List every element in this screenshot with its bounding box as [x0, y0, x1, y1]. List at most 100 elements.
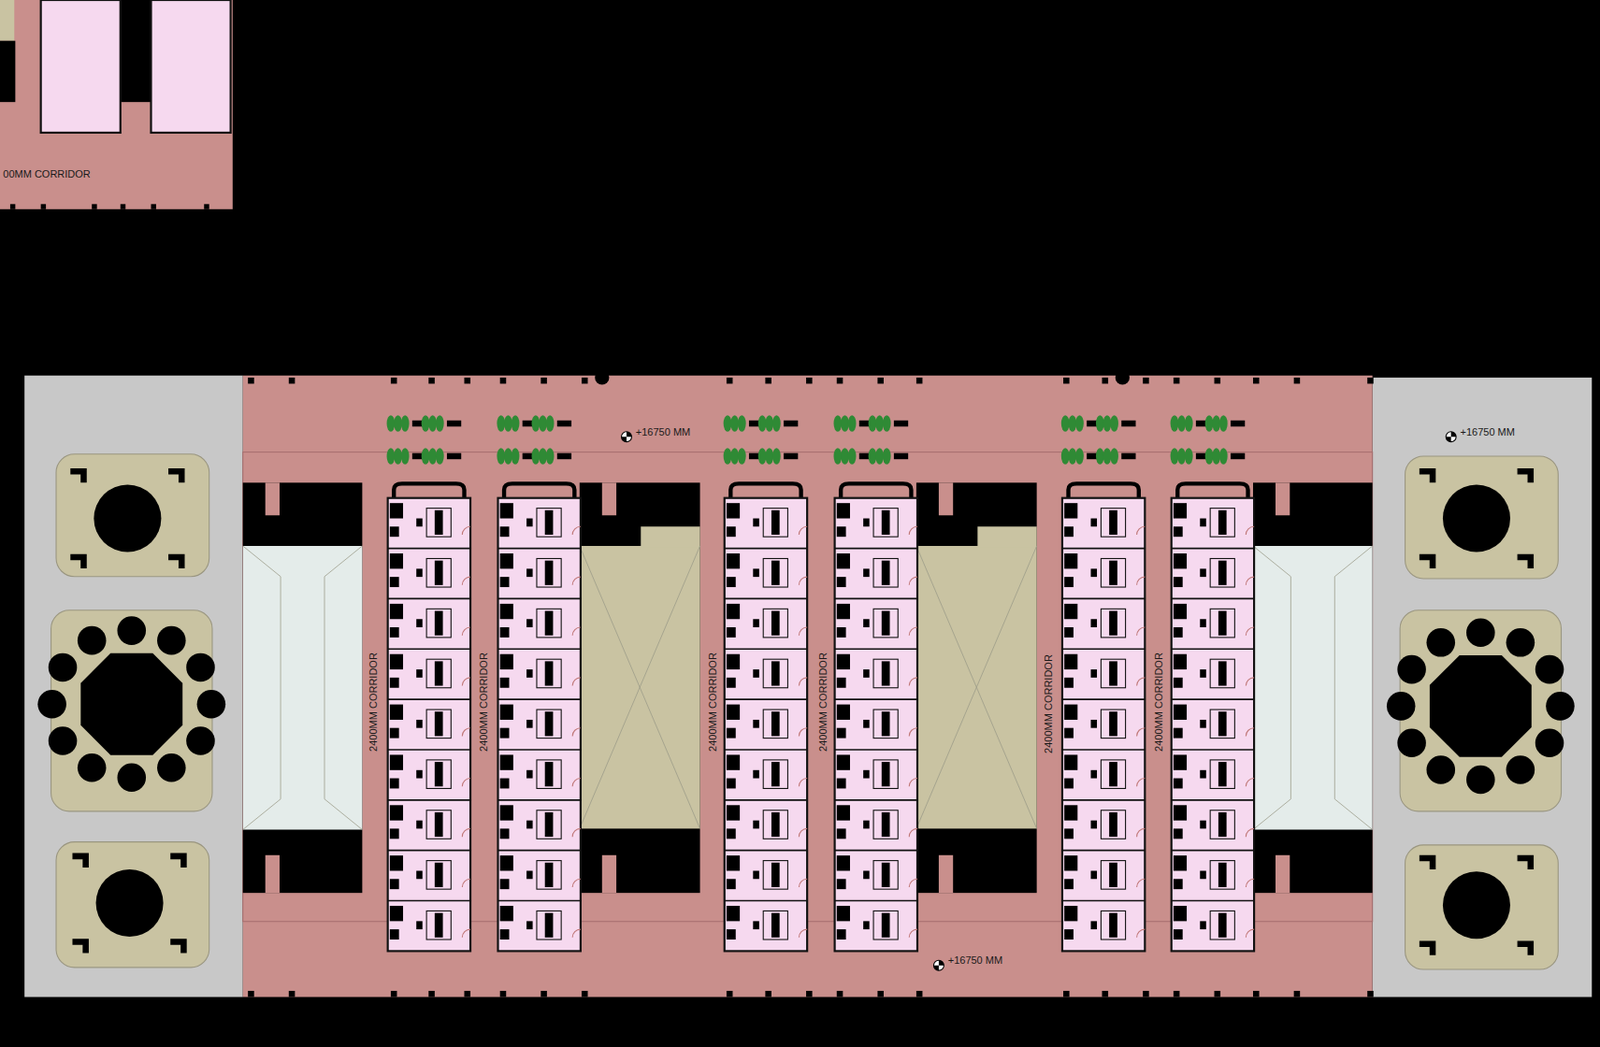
door — [1245, 929, 1255, 938]
furniture — [500, 805, 514, 821]
furniture — [752, 568, 760, 577]
bed — [536, 659, 562, 689]
door — [798, 526, 808, 535]
door — [1137, 778, 1146, 788]
furniture — [389, 526, 400, 537]
column — [581, 991, 589, 998]
partition — [835, 648, 918, 650]
partition — [724, 749, 808, 751]
tree — [1095, 447, 1105, 464]
furniture — [1090, 619, 1097, 628]
furniture — [1173, 728, 1183, 739]
furniture — [1173, 604, 1187, 620]
column — [581, 377, 589, 385]
bed — [1100, 760, 1125, 790]
partition — [388, 799, 471, 802]
furniture — [1064, 855, 1078, 871]
partition — [1171, 900, 1255, 903]
door — [461, 728, 471, 737]
bed — [426, 608, 451, 638]
column — [91, 203, 97, 209]
furniture — [1173, 627, 1183, 638]
door — [461, 828, 471, 837]
seat — [48, 726, 78, 756]
partition — [1171, 850, 1255, 852]
tree — [387, 415, 396, 432]
furniture — [881, 913, 891, 938]
furniture — [881, 561, 891, 586]
door — [798, 879, 808, 888]
kiosk — [80, 653, 183, 756]
furniture — [545, 863, 554, 888]
furniture — [726, 604, 740, 620]
furniture — [1218, 762, 1227, 787]
furniture — [416, 619, 423, 628]
furniture — [526, 720, 534, 729]
column — [288, 991, 296, 998]
tree — [511, 447, 520, 464]
furniture — [881, 863, 891, 888]
furniture — [726, 677, 736, 689]
partition — [498, 850, 581, 852]
furniture — [1109, 812, 1118, 837]
door — [908, 879, 918, 888]
column — [10, 203, 15, 209]
tree — [546, 447, 555, 464]
furniture — [500, 754, 514, 770]
bed — [873, 508, 898, 538]
column — [1294, 991, 1301, 998]
furniture — [526, 619, 534, 628]
bench — [557, 420, 572, 428]
paving — [24, 375, 244, 998]
chair — [1517, 554, 1534, 569]
furniture — [526, 871, 534, 880]
furniture — [1109, 762, 1118, 787]
door — [1137, 627, 1146, 636]
door — [572, 828, 581, 837]
bed — [1210, 910, 1235, 940]
column — [540, 377, 548, 385]
furniture — [434, 762, 444, 787]
partition — [388, 598, 471, 601]
tree — [840, 447, 850, 464]
seat — [1397, 728, 1427, 758]
door — [572, 929, 581, 938]
tree — [1205, 415, 1214, 432]
level-marker — [621, 432, 1457, 971]
seat — [1397, 655, 1427, 685]
column — [806, 377, 813, 385]
partition — [724, 698, 808, 701]
tree — [401, 447, 410, 464]
furniture — [1064, 828, 1074, 839]
furniture — [434, 863, 444, 888]
tree — [772, 447, 781, 464]
furniture — [500, 855, 514, 871]
furniture — [1064, 526, 1074, 537]
unit — [388, 498, 471, 952]
door — [461, 778, 471, 788]
partition — [388, 648, 471, 650]
bed — [1100, 508, 1125, 538]
column — [726, 377, 734, 385]
seat — [48, 653, 78, 683]
partition — [1062, 799, 1145, 802]
door — [1245, 879, 1255, 888]
corridor-floor — [243, 375, 1373, 998]
seat — [1535, 655, 1565, 685]
furniture — [1199, 669, 1207, 678]
furniture — [1218, 812, 1227, 837]
partition — [498, 698, 581, 701]
tree — [730, 447, 739, 464]
tree — [387, 447, 396, 464]
tree — [504, 415, 513, 432]
furniture — [752, 669, 760, 678]
bed — [873, 861, 898, 891]
furniture — [1173, 503, 1187, 519]
furniture — [545, 812, 554, 837]
level-label: +16750 MM — [635, 426, 691, 437]
furniture — [1173, 576, 1183, 588]
bench — [1121, 420, 1136, 428]
furniture — [1199, 921, 1207, 930]
partition — [1062, 850, 1145, 852]
door — [1137, 677, 1146, 687]
